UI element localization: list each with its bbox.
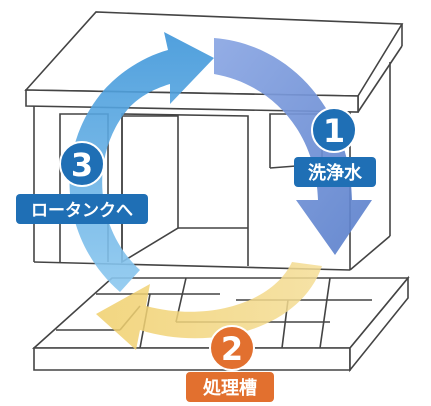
step-3-number: 3 xyxy=(71,146,93,184)
arrow-to-wash-water xyxy=(214,38,372,255)
arrow-to-low-tank xyxy=(69,32,214,292)
step-1-label-box: 洗浄水 xyxy=(294,157,376,187)
step-1-badge: 1 xyxy=(311,107,357,153)
step-2-badge: 2 xyxy=(209,325,255,371)
step-3-label: ロータンクへ xyxy=(31,201,133,221)
step-1-label: 洗浄水 xyxy=(308,162,363,184)
step-2-label-box: 処理槽 xyxy=(186,372,274,402)
step-3-badge: 3 xyxy=(59,141,105,187)
step-1-number: 1 xyxy=(323,112,345,150)
step-2-label: 処理槽 xyxy=(203,377,257,399)
step-2-number: 2 xyxy=(221,330,243,368)
step-3-label-box: ロータンクへ xyxy=(16,194,148,224)
arrow-to-treatment-tank xyxy=(96,262,322,350)
